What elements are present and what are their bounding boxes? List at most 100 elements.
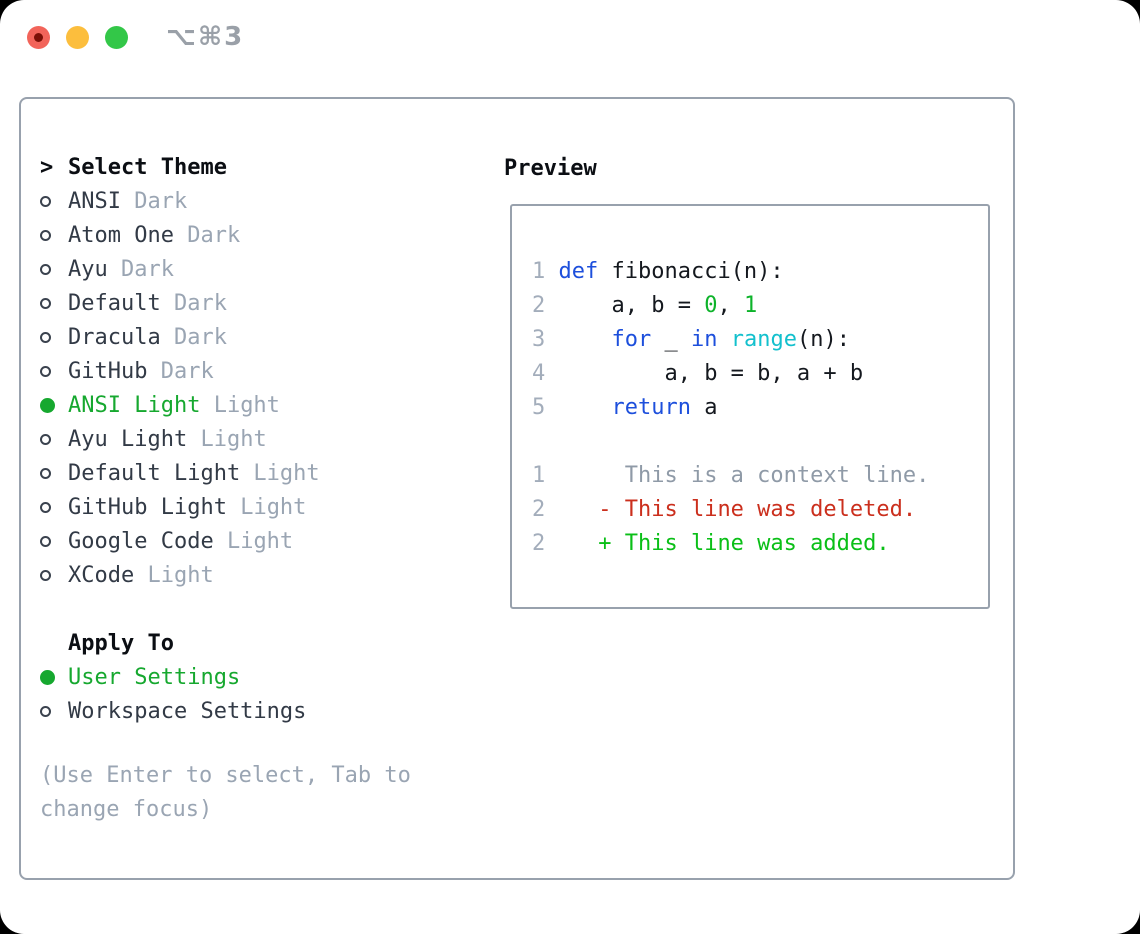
apply-option-workspace-settings[interactable]: Workspace Settings — [40, 694, 306, 728]
theme-option-google-code[interactable]: Google Code Light — [40, 524, 320, 558]
theme-variant: Light — [226, 494, 307, 520]
radio-selected-icon — [40, 669, 68, 685]
apply-to-header: Apply To — [40, 626, 306, 660]
code-token-kw: return — [611, 394, 691, 420]
theme-option-ayu[interactable]: Ayu Dark — [40, 252, 320, 286]
radio-unselected-icon — [40, 501, 68, 513]
theme-option-dracula[interactable]: Dracula Dark — [40, 320, 320, 354]
preview-code-line — [532, 424, 988, 458]
theme-option-github[interactable]: GitHub Dark — [40, 354, 320, 388]
theme-variant: Dark — [160, 324, 227, 350]
preview-code-line: 1 This is a context line. — [532, 458, 988, 492]
theme-name: Ayu — [68, 256, 108, 282]
theme-name: ANSI — [68, 188, 121, 214]
code-token-txt: (n): — [796, 326, 850, 352]
code-token-ln: 5 — [532, 394, 559, 420]
titlebar: ⌥⌘3 — [0, 0, 1140, 76]
preview-code-line: 5 return a — [532, 390, 988, 424]
theme-option-xcode[interactable]: XCode Light — [40, 558, 320, 592]
code-token-txt: _ — [651, 326, 691, 352]
theme-variant: Light — [134, 562, 214, 588]
help-text: (Use Enter to select, Tab to change focu… — [40, 763, 411, 822]
radio-unselected-icon — [40, 229, 68, 241]
theme-name: Dracula — [68, 324, 161, 350]
preview-code-line: 1 def fibonacci(n): — [532, 254, 988, 288]
code-token-ln: 1 — [532, 258, 559, 284]
theme-option-ansi[interactable]: ANSI Dark — [40, 184, 320, 218]
theme-option-ansi-light[interactable]: ANSI Light Light — [40, 388, 320, 422]
code-token-ctx: This is a context line. — [558, 462, 930, 488]
code-token-kw: for — [611, 326, 652, 352]
theme-variant: Light — [200, 392, 280, 418]
window-title: ⌥⌘3 — [166, 22, 245, 52]
theme-name: ANSI Light — [68, 392, 201, 418]
code-token-del: - This line was deleted. — [558, 496, 917, 522]
theme-name: Ayu Light — [68, 426, 188, 452]
theme-variant: Dark — [173, 222, 241, 248]
code-token-fn: range — [730, 326, 797, 352]
code-token-ln: 3 — [532, 326, 559, 352]
theme-option-github-light[interactable]: GitHub Light Light — [40, 490, 320, 524]
minimize-button-icon[interactable] — [66, 26, 89, 49]
radio-unselected-icon — [40, 433, 68, 445]
theme-name: Atom One — [68, 222, 174, 248]
theme-name: Default Light — [68, 460, 241, 486]
code-token-txt: a, b = b, a + b — [558, 360, 864, 386]
theme-option-ayu-light[interactable]: Ayu Light Light — [40, 422, 320, 456]
preview-code-line: 2 - This line was deleted. — [532, 492, 988, 526]
code-token-ln: 4 — [532, 360, 559, 386]
theme-variant: Light — [213, 528, 294, 554]
preview-title: Preview — [504, 155, 597, 181]
theme-name: Default — [68, 290, 161, 316]
apply-option-user-settings[interactable]: User Settings — [40, 660, 306, 694]
theme-list-header: > Select Theme — [40, 150, 320, 184]
code-token-txt — [559, 327, 612, 352]
code-token-num: 1 — [743, 292, 758, 318]
code-token-kw: in — [690, 326, 718, 352]
radio-selected-icon — [40, 397, 68, 413]
apply-to-title: Apply To — [68, 630, 174, 656]
theme-name: GitHub — [68, 358, 148, 384]
radio-unselected-icon — [40, 535, 68, 547]
preview-code-line: 2 a, b = 0, 1 — [532, 288, 988, 322]
code-token-txt: , — [717, 292, 744, 318]
theme-option-default[interactable]: Default Dark — [40, 286, 320, 320]
code-token-txt: a — [690, 394, 718, 420]
code-token-num: 0 — [704, 292, 718, 318]
apply-option-label: Workspace Settings — [68, 698, 307, 724]
code-token-ln: 2 — [532, 496, 559, 522]
close-button-icon[interactable] — [27, 26, 50, 49]
theme-variant: Light — [240, 460, 320, 486]
radio-unselected-icon — [40, 365, 68, 377]
preview-code-line: 4 a, b = b, a + b — [532, 356, 988, 390]
radio-unselected-icon — [40, 467, 68, 479]
radio-unselected-icon — [40, 569, 68, 581]
code-token-txt: fibonacci(n): — [611, 258, 784, 284]
theme-variant: Light — [187, 426, 267, 452]
radio-unselected-icon — [40, 263, 68, 275]
code-token-txt — [559, 395, 612, 420]
theme-variant: Dark — [120, 188, 188, 214]
code-token-ln: 2 — [532, 530, 559, 556]
theme-variant: Dark — [160, 290, 227, 316]
radio-unselected-icon — [40, 331, 68, 343]
recording-dot-icon — [34, 33, 43, 42]
theme-variant: Dark — [147, 358, 214, 384]
code-token-kw: def — [558, 258, 612, 284]
theme-option-atom-one[interactable]: Atom One Dark — [40, 218, 320, 252]
theme-option-default-light[interactable]: Default Light Light — [40, 456, 320, 490]
code-token-ln: 2 — [532, 292, 559, 318]
theme-name: Google Code — [68, 528, 214, 554]
theme-variant: Dark — [107, 256, 174, 282]
code-token-ln: 1 — [532, 462, 559, 488]
maximize-button-icon[interactable] — [105, 26, 128, 49]
radio-unselected-icon — [40, 195, 68, 207]
apply-option-label: User Settings — [68, 664, 241, 690]
code-token-txt — [717, 327, 730, 352]
radio-unselected-icon — [40, 705, 68, 717]
